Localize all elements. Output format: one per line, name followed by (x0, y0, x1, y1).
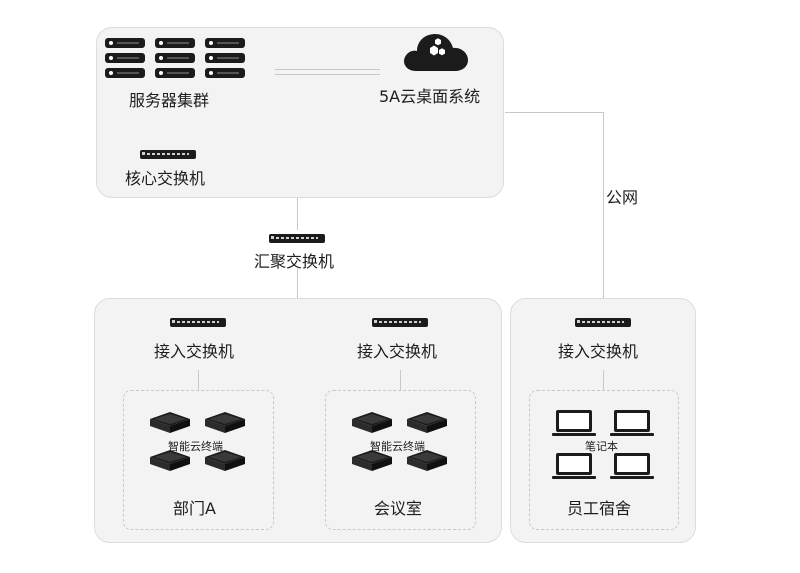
core-switch-label: 核心交换机 (125, 169, 206, 188)
cloud-icon (404, 34, 468, 71)
network-switch-icon (269, 234, 325, 243)
laptop-icon (552, 453, 596, 479)
device-label: 智能云终端 (370, 440, 425, 453)
line-public (603, 112, 604, 298)
server-rack-icon (105, 53, 145, 63)
thin-client-icon (205, 412, 245, 433)
thin-client-icon (407, 412, 447, 433)
line-aggregation-top (297, 196, 298, 230)
server-rack-icon (205, 38, 245, 48)
server-rack-icon (105, 38, 145, 48)
access-switch-label: 接入交换机 (558, 342, 639, 361)
device-label: 智能云终端 (168, 440, 223, 453)
network-switch-icon (170, 318, 226, 327)
server-rack-icon (205, 68, 245, 78)
laptop-icon (610, 410, 654, 436)
site-label-meeting-room: 会议室 (374, 499, 423, 518)
site-meeting-room (325, 390, 476, 530)
network-switch-icon (372, 318, 428, 327)
dorm-panel (510, 298, 696, 543)
cloud-system-label: 5A云桌面系统 (379, 87, 481, 106)
aggregation-switch-label: 汇聚交换机 (254, 252, 335, 271)
server-rack-icon (155, 53, 195, 63)
server-rack-icon (155, 38, 195, 48)
site-dept-a (123, 390, 274, 530)
site-label-dept-a: 部门A (173, 499, 216, 518)
line-site-2 (400, 370, 401, 390)
thin-client-icon (150, 412, 190, 433)
laptop-icon (610, 453, 654, 479)
device-label: 笔记本 (585, 440, 618, 453)
access-switch-label: 接入交换机 (154, 342, 235, 361)
cluster-cloud-link (275, 74, 380, 75)
thin-client-icon (352, 412, 392, 433)
laptop-icon (552, 410, 596, 436)
thin-client-icon (150, 450, 190, 471)
server-cluster-label: 服务器集群 (129, 91, 210, 110)
network-switch-icon (575, 318, 631, 327)
site-label-dormitory: 员工宿舍 (567, 499, 632, 518)
line-public-top (505, 112, 604, 113)
public-network-label: 公网 (606, 188, 639, 207)
server-rack-icon (155, 68, 195, 78)
network-switch-icon (140, 150, 196, 159)
cluster-cloud-link (275, 69, 380, 70)
thin-client-icon (205, 450, 245, 471)
server-rack-icon (205, 53, 245, 63)
thin-client-icon (407, 450, 447, 471)
line-site-3 (603, 370, 604, 390)
server-rack-icon (105, 68, 145, 78)
line-site-1 (198, 370, 199, 390)
site-dormitory (529, 390, 679, 530)
access-switch-label: 接入交换机 (357, 342, 438, 361)
thin-client-icon (352, 450, 392, 471)
line-aggregation-bottom (297, 268, 298, 298)
